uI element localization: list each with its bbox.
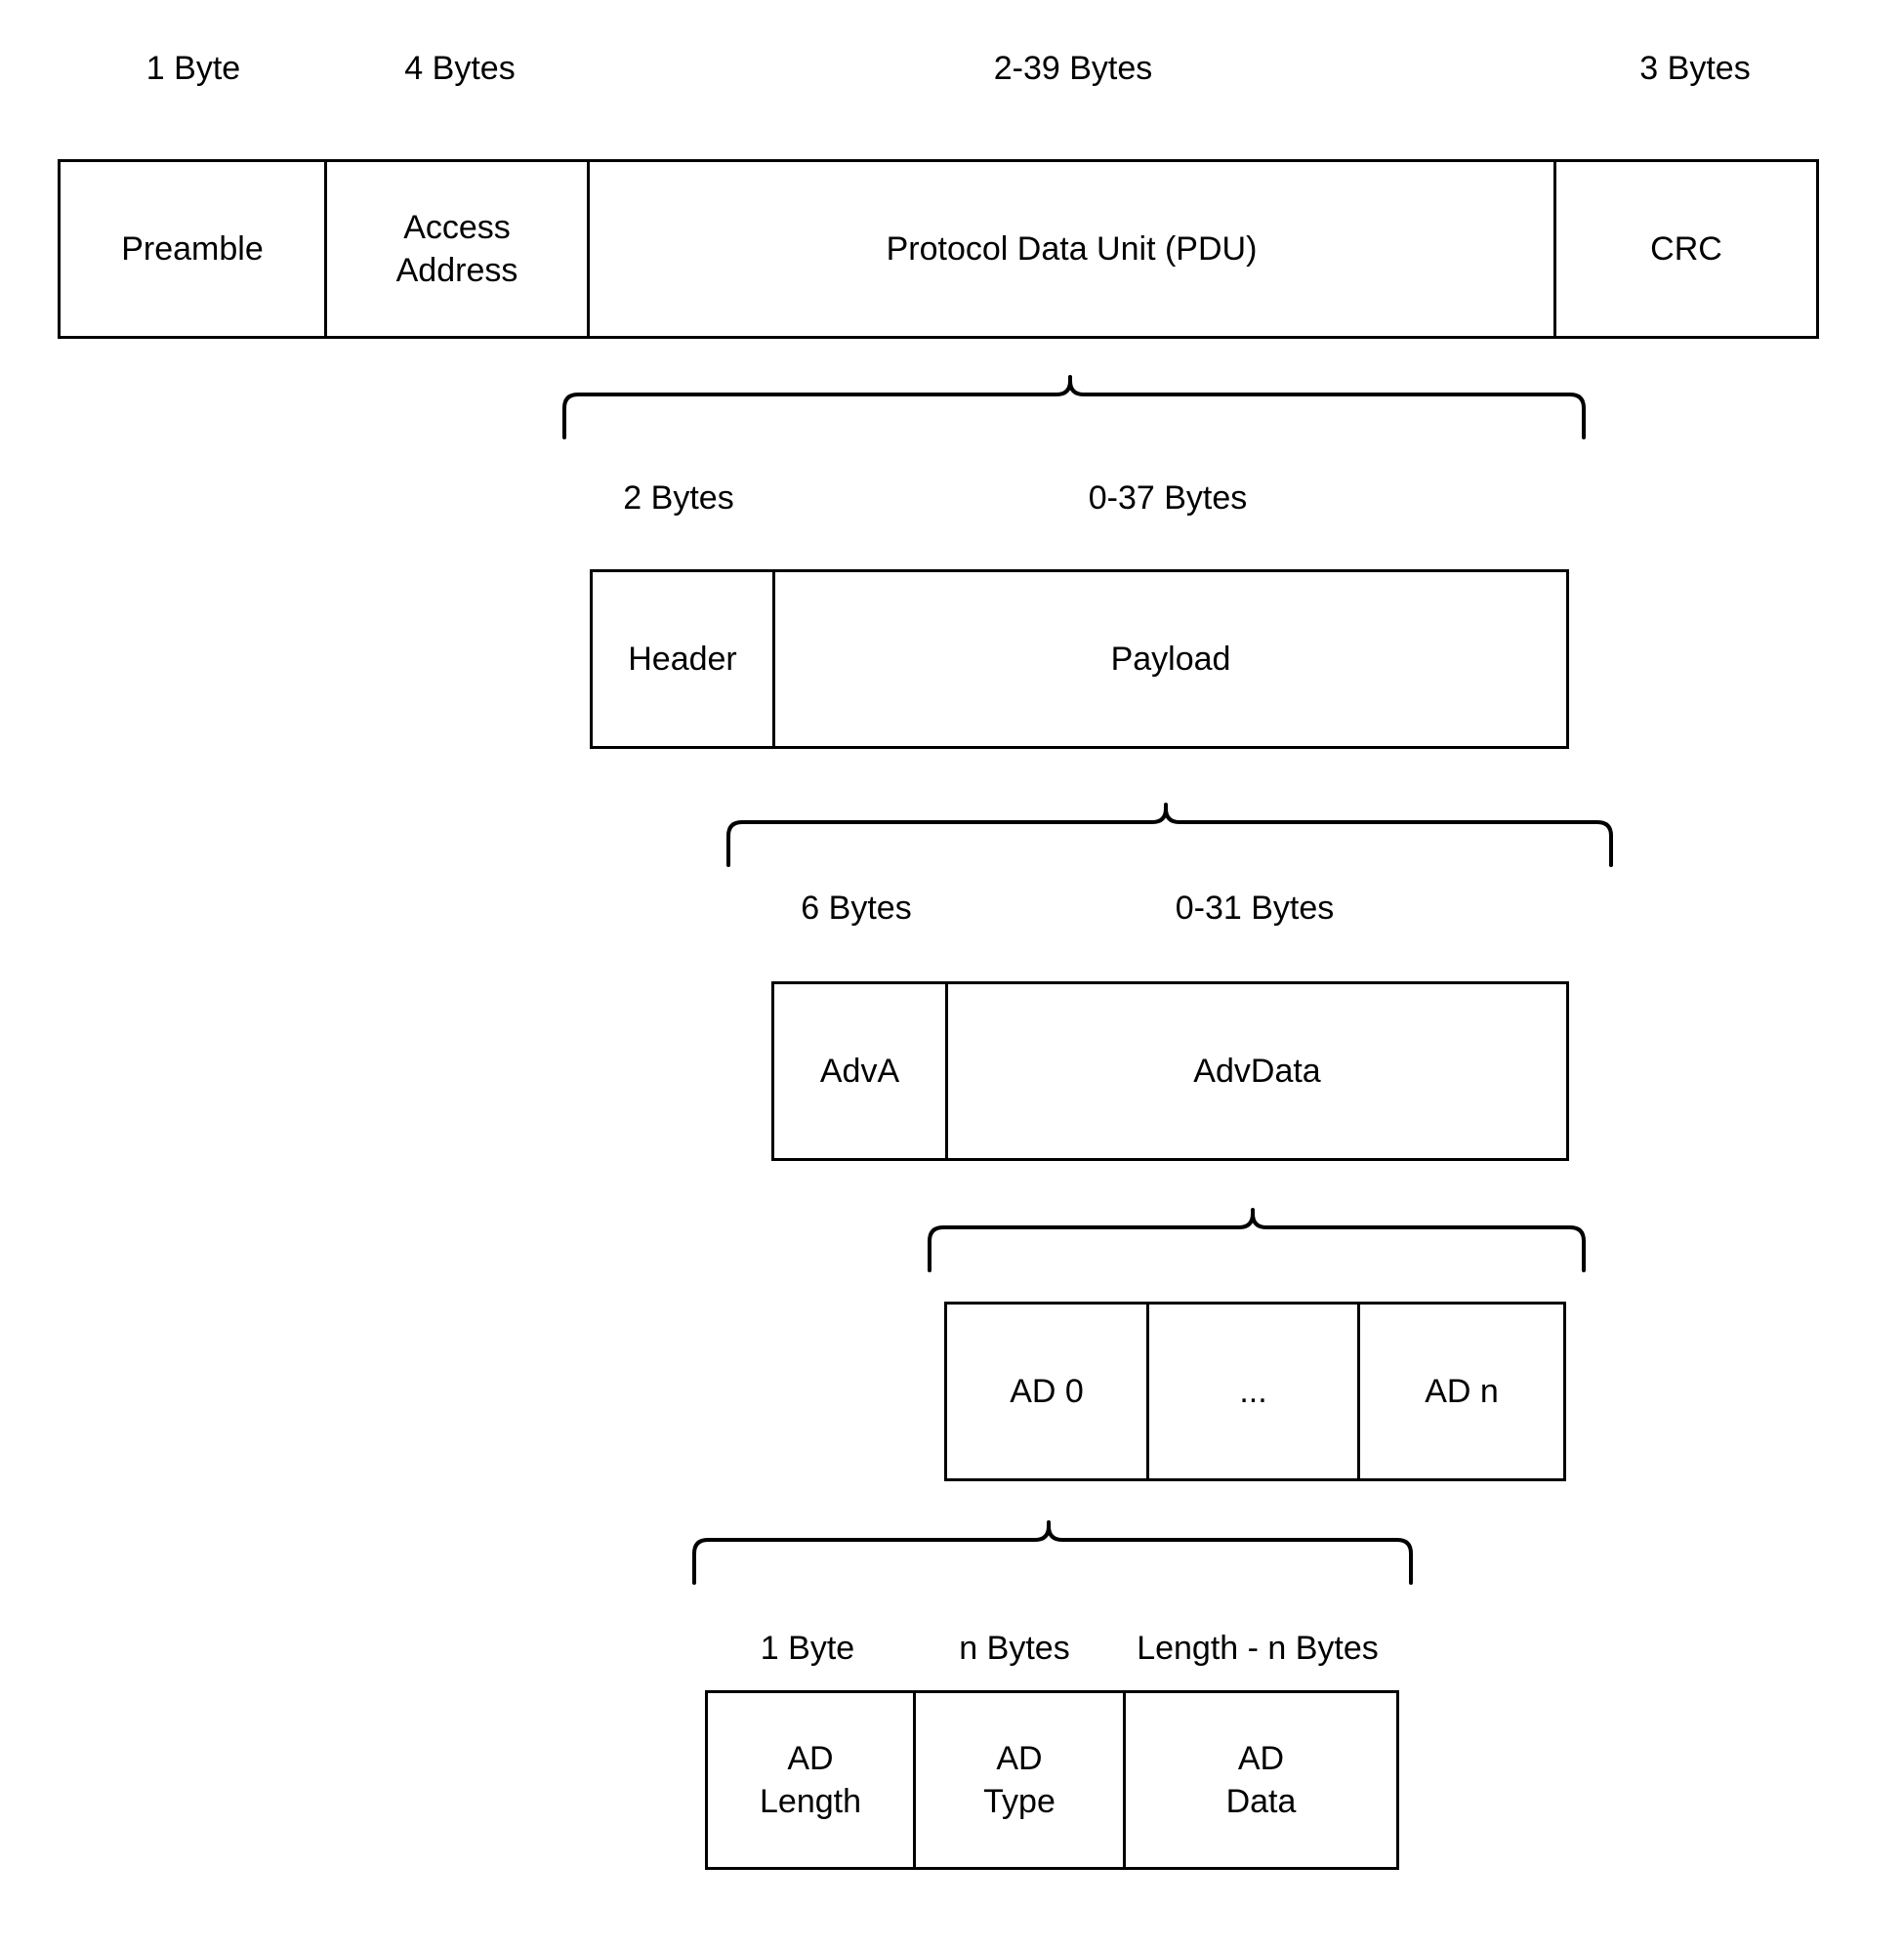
size-label-pdu: 2-39 Bytes <box>993 50 1153 87</box>
field-access-address: Access Address <box>327 162 590 336</box>
field-payload: Payload <box>775 572 1566 746</box>
field-advdata: AdvData <box>948 984 1566 1158</box>
pdu-brace <box>557 373 1592 441</box>
ad-structure-row: AD Length AD Type AD Data <box>705 1690 1399 1870</box>
size-label-access-address: 4 Bytes <box>404 50 516 87</box>
size-label-crc: 3 Bytes <box>1639 50 1751 87</box>
field-crc: CRC <box>1556 162 1816 336</box>
pdu-row: Header Payload <box>590 569 1569 749</box>
size-label-advdata: 0-31 Bytes <box>1175 890 1335 927</box>
field-preamble: Preamble <box>61 162 327 336</box>
link-layer-packet-row: Preamble Access Address Protocol Data Un… <box>58 159 1819 339</box>
field-ad-ellipsis: ... <box>1149 1305 1360 1478</box>
size-label-header: 2 Bytes <box>623 479 734 517</box>
field-ad-n: AD n <box>1360 1305 1563 1478</box>
field-ad-data: AD Data <box>1126 1693 1396 1867</box>
field-pdu: Protocol Data Unit (PDU) <box>590 162 1556 336</box>
payload-brace <box>721 801 1619 869</box>
payload-row: AdvA AdvData <box>771 981 1569 1161</box>
field-ad-0: AD 0 <box>947 1305 1149 1478</box>
size-label-adva: 6 Bytes <box>801 890 912 927</box>
field-adva: AdvA <box>774 984 948 1158</box>
size-label-preamble: 1 Byte <box>145 50 241 87</box>
size-label-payload: 0-37 Bytes <box>1088 479 1248 517</box>
size-label-ad-data: Length - n Bytes <box>1137 1630 1379 1667</box>
field-ad-length: AD Length <box>708 1693 916 1867</box>
field-header: Header <box>593 572 775 746</box>
size-label-ad-type: n Bytes <box>959 1630 1070 1667</box>
ad-brace <box>686 1518 1419 1587</box>
size-label-ad-length: 1 Byte <box>760 1630 855 1667</box>
advdata-row: AD 0 ... AD n <box>944 1302 1566 1481</box>
field-ad-type: AD Type <box>916 1693 1126 1867</box>
advdata-brace <box>922 1206 1592 1274</box>
